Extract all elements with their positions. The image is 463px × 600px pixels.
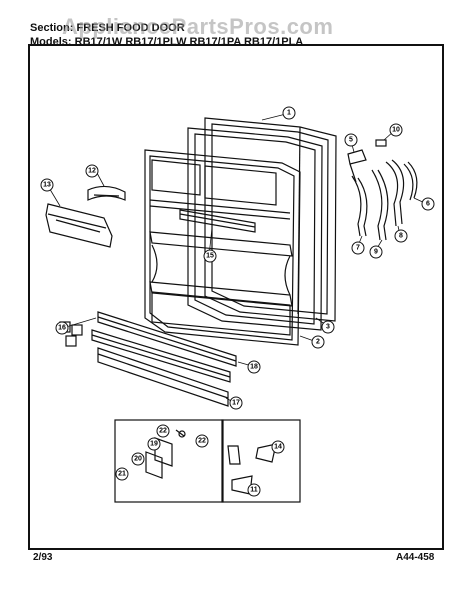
callout-6: 6 — [421, 197, 435, 211]
callout-21: 21 — [115, 467, 129, 481]
hinge-arm-9 — [371, 169, 389, 241]
callout-3: 3 — [321, 320, 335, 334]
callout-12: 12 — [85, 164, 99, 178]
callout-15: 15 — [203, 249, 217, 263]
footer-date: 2/93 — [33, 552, 53, 563]
watermark: AppliancePartsPros.com — [62, 14, 334, 39]
diagram-frame — [28, 44, 444, 550]
callout-5: 5 — [344, 133, 358, 147]
callout-11-label: 11 — [250, 487, 258, 494]
callout-13: 13 — [40, 178, 54, 192]
callout-19: 19 — [147, 437, 161, 451]
callout-7: 7 — [351, 241, 365, 255]
callout-17: 17 — [229, 396, 243, 410]
hinge-cover-8 — [385, 159, 405, 227]
callout-22a-label: 22 — [159, 428, 167, 435]
callout-11: 11 — [247, 483, 261, 497]
dairy-door-part — [87, 185, 126, 201]
callout-10: 10 — [389, 123, 403, 137]
callout-15-label: 15 — [206, 253, 214, 260]
hinge-pin-10 — [375, 139, 387, 147]
callout-13-label: 13 — [43, 182, 51, 189]
inset-box-left — [114, 419, 224, 503]
door-gasket-part — [204, 117, 337, 322]
callout-10-label: 10 — [392, 127, 400, 134]
footer-code: A44-458 — [396, 552, 435, 563]
callout-1: 1 — [282, 106, 296, 120]
callout-6-label: 6 — [426, 201, 430, 208]
door-bar-18-part — [91, 329, 231, 383]
callout-8: 8 — [394, 229, 408, 243]
end-caps-part — [59, 321, 83, 347]
callout-7-label: 7 — [356, 245, 360, 252]
callout-19-label: 19 — [150, 441, 158, 448]
callout-20: 20 — [131, 452, 145, 466]
callout-14: 14 — [271, 440, 285, 454]
callout-9: 9 — [369, 245, 383, 259]
shelf-bar-part — [179, 209, 256, 233]
callout-22b-label: 22 — [198, 438, 206, 445]
callout-18: 18 — [247, 360, 261, 374]
callout-3-label: 3 — [326, 324, 330, 331]
callout-16: 16 — [55, 321, 69, 335]
hinge-arm-7 — [351, 175, 368, 237]
callout-2: 2 — [311, 335, 325, 349]
callout-12-label: 12 — [88, 168, 96, 175]
callout-22a: 22 — [156, 424, 170, 438]
callout-5-label: 5 — [349, 137, 353, 144]
section-value: FRESH FOOD DOOR — [76, 22, 185, 34]
hinge-6 — [403, 161, 418, 201]
callout-20-label: 20 — [134, 456, 142, 463]
bottom-trim-part — [97, 347, 229, 407]
dairy-compartment-part — [45, 203, 113, 248]
callout-22b: 22 — [195, 434, 209, 448]
callout-18-label: 18 — [250, 364, 258, 371]
callout-16-label: 16 — [58, 325, 66, 332]
door-panel-part — [144, 149, 301, 346]
callout-1-label: 1 — [287, 110, 291, 117]
section-label: Section: — [30, 22, 74, 34]
door-bar-16-part — [97, 311, 237, 367]
callout-21-label: 21 — [118, 471, 126, 478]
door-liner-part — [187, 127, 323, 331]
hinge-bracket-5 — [347, 149, 367, 183]
callout-9-label: 9 — [374, 249, 378, 256]
inset-box-right — [221, 419, 301, 503]
callout-14-label: 14 — [274, 444, 282, 451]
callout-8-label: 8 — [399, 233, 403, 240]
callout-17-label: 17 — [232, 400, 240, 407]
leader-lines — [47, 113, 428, 403]
callout-2-label: 2 — [316, 339, 320, 346]
section-heading: Section: FRESH FOOD DOOR — [30, 22, 185, 34]
